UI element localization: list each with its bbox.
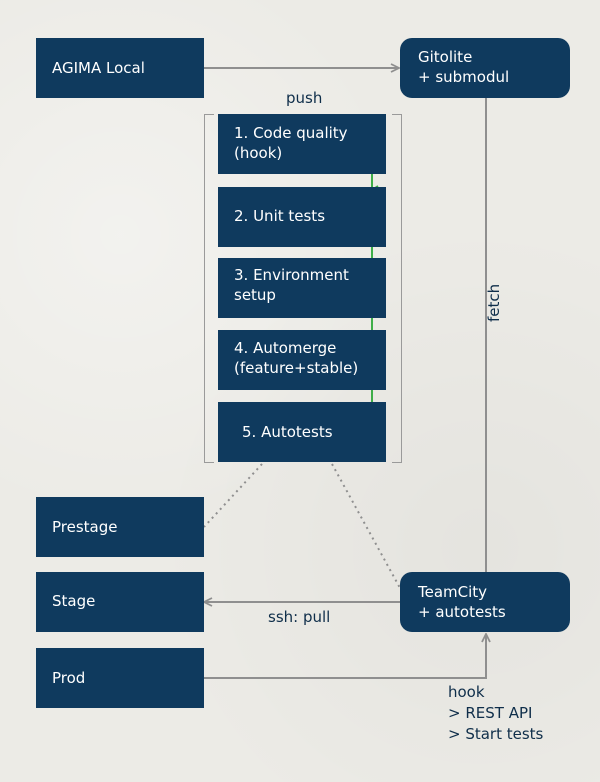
node-prestage-label: Prestage xyxy=(52,518,118,536)
step-autotests[interactable]: 5. Autotests xyxy=(218,402,386,462)
step-unit-tests[interactable]: 2. Unit tests xyxy=(218,187,386,247)
node-gitolite[interactable]: Gitolite + submodul xyxy=(400,38,570,98)
step-environment-setup-title: 3. Environment xyxy=(234,266,349,284)
edge-label-push: push xyxy=(286,89,323,107)
node-prod[interactable]: Prod xyxy=(36,648,204,708)
step-code-quality-subtitle: (hook) xyxy=(234,144,283,162)
pipeline-bracket-left xyxy=(204,114,214,463)
edge-label-hook-title: hook xyxy=(448,683,485,701)
dotted-pipeline-to-teamcity xyxy=(331,463,401,589)
step-automerge[interactable]: 4. Automerge (feature+stable) xyxy=(218,330,386,390)
node-teamcity-title: TeamCity xyxy=(418,583,488,601)
edge-label-hook-rest-api: > REST API xyxy=(448,704,533,722)
step-automerge-subtitle: (feature+stable) xyxy=(234,359,359,377)
step-environment-setup[interactable]: 3. Environment setup xyxy=(218,258,386,318)
node-gitolite-title: Gitolite xyxy=(418,48,473,66)
node-agima-local[interactable]: AGIMA Local xyxy=(36,38,204,98)
node-agima-local-label: AGIMA Local xyxy=(52,59,145,77)
dotted-pipeline-to-prestage xyxy=(203,463,263,528)
node-teamcity-subtitle: + autotests xyxy=(418,603,506,621)
edge-label-hook-start-tests: > Start tests xyxy=(448,725,544,743)
step-code-quality-title: 1. Code quality xyxy=(234,124,348,142)
pipeline-bracket-right xyxy=(392,114,402,463)
node-stage-label: Stage xyxy=(52,592,96,610)
node-prestage[interactable]: Prestage xyxy=(36,497,204,557)
node-prod-label: Prod xyxy=(52,669,86,687)
node-stage[interactable]: Stage xyxy=(36,572,204,632)
edge-label-hook: hook > REST API > Start tests xyxy=(448,682,543,745)
step-autotests-label: 5. Autotests xyxy=(242,423,333,441)
edge-label-fetch: fetch xyxy=(485,283,503,322)
node-teamcity[interactable]: TeamCity + autotests xyxy=(400,572,570,632)
step-unit-tests-label: 2. Unit tests xyxy=(234,207,326,225)
step-code-quality[interactable]: 1. Code quality (hook) xyxy=(218,114,386,174)
edge-label-ssh-pull: ssh: pull xyxy=(268,608,331,626)
edge-prod-to-teamcity xyxy=(204,634,486,679)
step-environment-setup-subtitle: setup xyxy=(234,286,276,304)
step-automerge-title: 4. Automerge xyxy=(234,339,337,357)
node-gitolite-subtitle: + submodul xyxy=(418,68,510,86)
